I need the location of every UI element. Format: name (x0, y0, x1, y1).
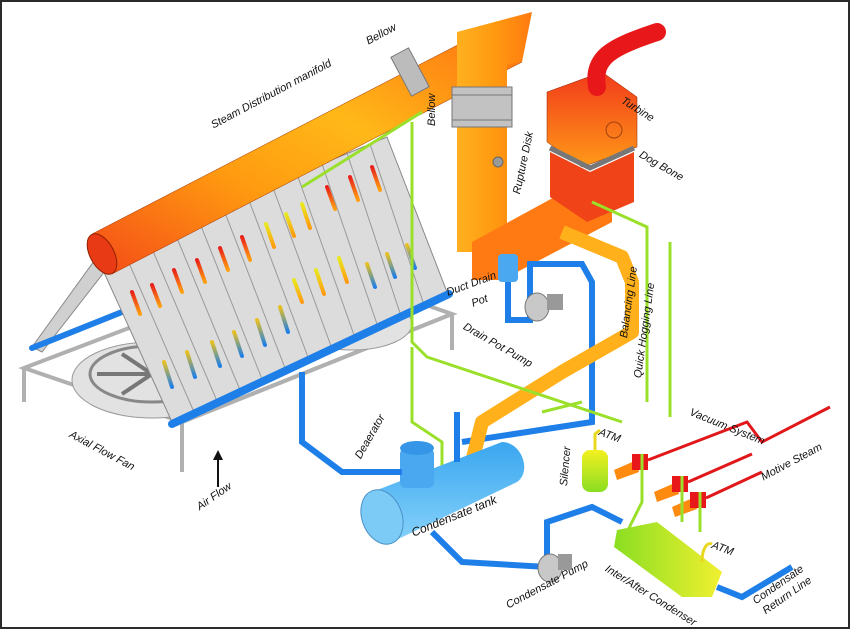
dog-bone (548, 145, 636, 171)
bellow-top (390, 47, 430, 97)
vent-lines (301, 110, 672, 472)
condensate-tank (360, 441, 525, 545)
condensate-pump-line (429, 503, 624, 571)
label-bellow-side: Bellow (426, 93, 438, 126)
drain-pot-pump (524, 292, 563, 322)
condensate-return-line (715, 564, 794, 601)
motive-steam-line (647, 405, 831, 462)
back-condensate-header (29, 309, 125, 351)
turbine (546, 23, 666, 222)
bellow-side (451, 86, 513, 128)
duct-drain-pot (461, 254, 595, 445)
silencer (582, 428, 608, 492)
finned-tube-panel (96, 136, 453, 428)
steam-ejectors (614, 405, 831, 533)
condensate-pump (537, 553, 572, 583)
inter-after-condenser (614, 522, 794, 601)
air-flow-arrow-icon (213, 450, 223, 487)
rupture-disk (492, 156, 504, 168)
condensate-header-pipe (299, 372, 402, 475)
deaerator (400, 441, 434, 455)
steam-distribution-manifold (86, 21, 523, 275)
duct-condensate-line (465, 225, 639, 464)
flow-arrows (130, 165, 417, 389)
